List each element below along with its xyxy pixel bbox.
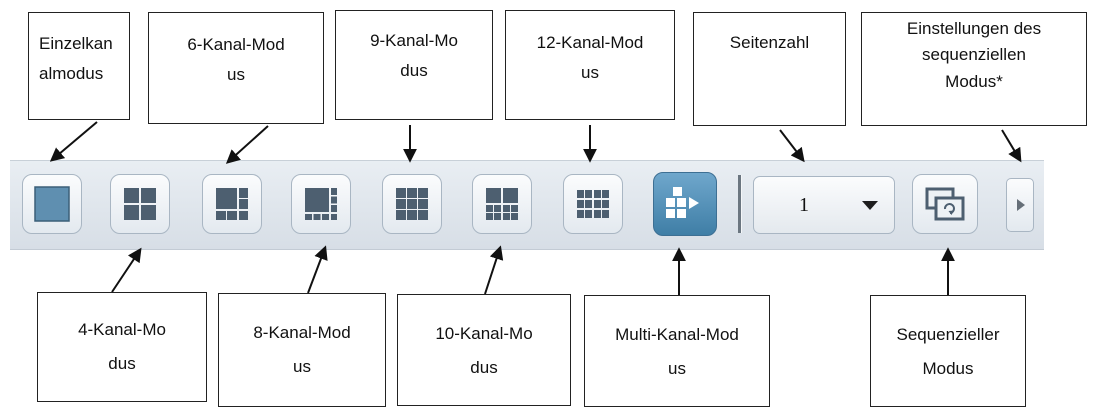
arrow [484,245,504,295]
callout-line: us [581,62,599,82]
callout-line: 4-Kanal-Mo [78,320,166,339]
twelve-grid-icon [577,190,609,218]
callout-single-channel: Einzelkan almodus [28,12,130,120]
arrow [779,129,805,163]
callout-sequential-mode: Sequenzieller Modus [870,295,1026,407]
callout-line: dus [108,354,136,373]
six-grid-icon [216,188,248,220]
callout-line: 6-Kanal-Mod [187,35,285,54]
callout-10-channel: 10-Kanal-Mo dus [397,294,571,406]
callout-line: almodus [39,63,104,83]
callout-line: Multi-Kanal-Mod [615,325,739,344]
single-channel-button[interactable] [22,174,82,234]
callout-line: Einstellungen des [906,19,1042,38]
callout-6-channel: 6-Kanal-Mod us [148,12,324,124]
callout-12-channel: 12-Kanal-Mod us [505,10,675,120]
arrow [49,121,98,162]
arrow [111,247,142,293]
sequential-settings-button[interactable] [1006,178,1034,232]
multi-channel-button[interactable] [653,172,717,236]
callout-line: Seitenzahl [729,33,810,52]
callout-9-channel: 9-Kanal-Mo dus [335,10,493,120]
single-layout-icon [34,186,70,222]
ten-channel-button[interactable] [472,174,532,234]
callout-line: 8-Kanal-Mod [253,323,351,342]
callout-line: Sequenzieller [896,325,1000,344]
callout-multi-channel: Multi-Kanal-Mod us [584,295,770,407]
nine-grid-icon [396,188,428,220]
callout-sequential-settings: Einstellungen des sequenziellen Modus* [861,12,1087,126]
sequential-windows-icon [925,187,965,221]
callout-line: Modus* [945,71,1003,91]
callout-line: us [293,357,311,376]
chevron-down-icon [862,201,878,210]
callout-line: 12-Kanal-Mod [536,33,644,52]
arrow [225,125,269,164]
arrow [1001,129,1022,163]
six-channel-button[interactable] [202,174,262,234]
arrow [307,245,328,294]
toolbar-separator [738,175,742,233]
callout-line: dus [470,358,498,377]
sequential-mode-button[interactable] [912,174,978,234]
nine-channel-button[interactable] [382,174,442,234]
ten-grid-icon [486,188,518,220]
callout-line: 10-Kanal-Mo [435,324,533,343]
multi-channel-icon [666,187,699,218]
callout-line: sequenziellen [922,45,1026,65]
page-number-select[interactable]: 1 [753,176,895,234]
callout-4-channel: 4-Kanal-Mo dus [37,292,207,402]
eight-channel-button[interactable] [291,174,351,234]
callout-page-number: Seitenzahl [693,12,846,126]
layout-toolbar: 1 [10,160,1044,250]
callout-line: dus [400,60,428,80]
eight-grid-icon [305,188,337,220]
callout-line: Einzelkan [39,34,113,53]
four-channel-button[interactable] [110,174,170,234]
callout-line: us [227,64,245,84]
callout-line: Modus [922,359,974,378]
twelve-channel-button[interactable] [563,174,623,234]
four-grid-icon [124,188,156,220]
page-number-value: 1 [799,194,809,216]
triangle-right-icon [1017,199,1025,211]
callout-line: 9-Kanal-Mo [370,31,458,50]
callout-8-channel: 8-Kanal-Mod us [218,293,386,407]
callout-line: us [668,359,686,378]
